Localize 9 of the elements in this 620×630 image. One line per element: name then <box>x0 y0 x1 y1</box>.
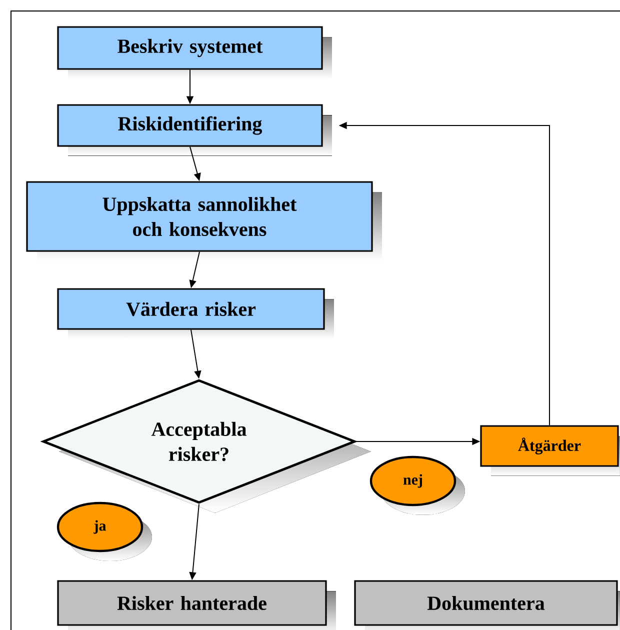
process-box: Beskriv systemet <box>57 26 332 79</box>
process-box: Värdera risker <box>57 288 334 339</box>
process-box: Riskidentifiering <box>57 104 332 156</box>
process-box: Uppskatta sannolikhet och konsekvens <box>26 181 382 261</box>
action-box: Åtgärder <box>480 425 620 476</box>
result-box: Risker hanterade <box>57 580 336 630</box>
answer-oval: ja <box>56 502 152 561</box>
result-box: Dokumentera <box>354 580 620 630</box>
answer-oval: nej <box>370 456 465 515</box>
